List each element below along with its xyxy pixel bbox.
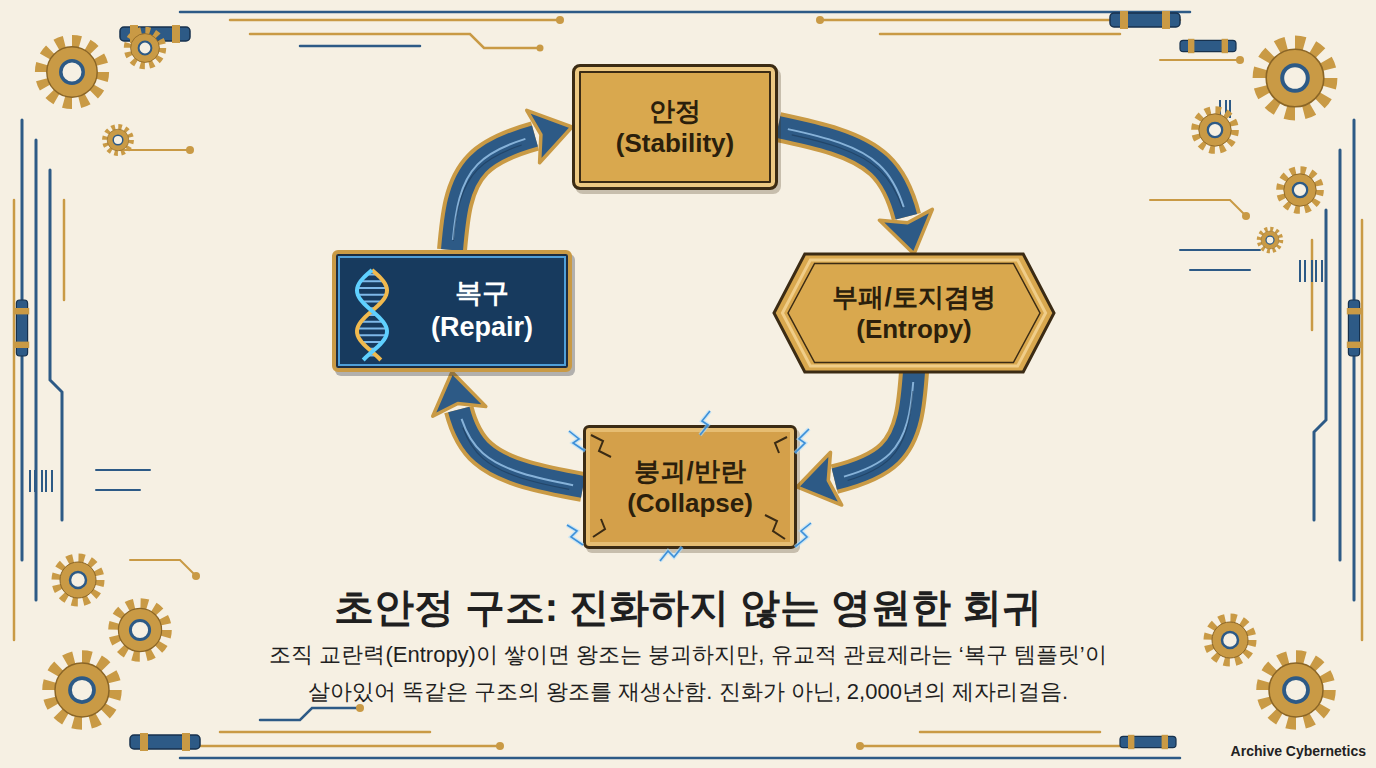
diagram-title: 초안정 구조: 진화하지 않는 영원한 회귀: [0, 580, 1376, 635]
hexagon-outline: [774, 254, 1054, 372]
stage-box: 안정 (Stability): [572, 64, 778, 190]
cycle-arrow: [433, 372, 583, 492]
trace-pad: [186, 16, 1250, 750]
cycle-arrow: [778, 127, 932, 259]
cycle-arrow: [452, 110, 572, 255]
watermark: Archive Cybernetics: [1231, 743, 1366, 759]
circuit-trace: [14, 12, 1362, 758]
crack-lightning: [583, 425, 797, 549]
node-label: 안정 (Stability): [590, 95, 760, 160]
repair-box: 복구 (Repair): [332, 250, 572, 372]
circuit-component: [15, 11, 1361, 751]
collapse-box: 붕괴/반란 (Collapse): [583, 425, 797, 549]
node-label: 붕괴/반란 (Collapse): [605, 455, 775, 520]
cycle-arrow: [797, 372, 914, 505]
dna-icon: [350, 266, 394, 364]
diagram-caption: 조직 교란력(Entropy)이 쌓이면 왕조는 붕괴하지만, 유교적 관료제라…: [258, 636, 1118, 711]
stage-hexagon: 부패/토지겸병 (Entropy): [774, 254, 1054, 372]
node-label: 부패/토지겸병 (Entropy): [814, 281, 1014, 346]
node-label: 복구 (Repair): [417, 277, 547, 345]
